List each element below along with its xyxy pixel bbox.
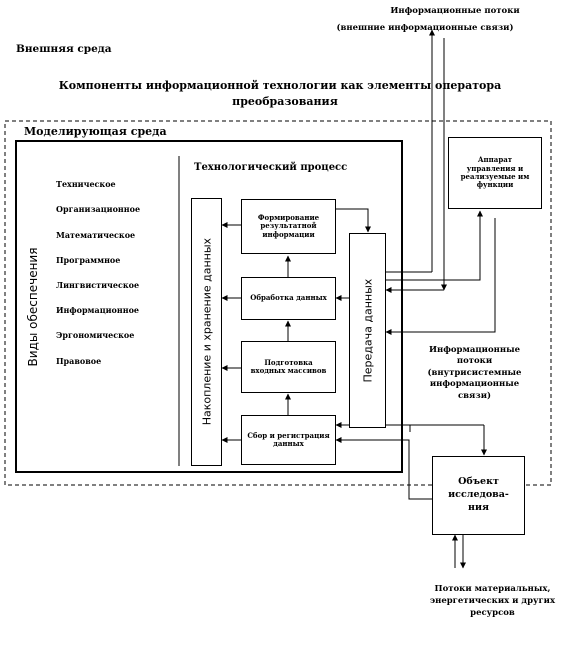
support-item: Информационное xyxy=(56,305,140,315)
resource-flows-line: ресурсов xyxy=(470,607,515,618)
page-title-line2: преобразования xyxy=(232,95,338,108)
formation-label: Формирование результатной информации xyxy=(257,212,320,239)
support-item: Программное xyxy=(56,255,121,265)
control-apparatus-box: Аппарат управления и реализуемые им функ… xyxy=(448,137,542,209)
internal-flows-label: Информационные потоки (внутрисистемные и… xyxy=(407,345,542,402)
outer-env-label: Внешняя среда xyxy=(16,43,112,55)
transfer-box: Передача данных xyxy=(349,233,386,428)
internal-flows-line: связи) xyxy=(457,390,492,401)
info-flows-top-line2: (внешние информационные связи) xyxy=(336,23,514,33)
preparation-box: Подготовка входных массивов xyxy=(241,341,336,393)
info-flows-top-line1: Информационные потоки xyxy=(390,6,520,16)
resource-flows-line: Потоки материальных, xyxy=(434,584,551,594)
formation-to-transfer-arrow xyxy=(335,208,371,233)
internal-flows-line: потоки xyxy=(456,356,493,367)
collection-label: Сбор и регистрация данных xyxy=(247,430,330,448)
page-title-line1: Компоненты информационной технологии как… xyxy=(58,79,502,92)
storage-label: Накопление и хранение данных xyxy=(199,238,213,426)
storage-box: Накопление и хранение данных xyxy=(191,198,222,466)
modeling-env-label: Моделирующая среда xyxy=(24,125,167,138)
support-item: Эргономическое xyxy=(56,330,135,340)
research-object-box: Объект исследова- ния xyxy=(432,456,525,535)
processing-label: Обработка данных xyxy=(250,293,327,303)
research-object-line: ния xyxy=(467,501,490,513)
control-apparatus-label: Аппарат управления и реализуемые им функ… xyxy=(460,155,530,190)
transfer-to-control-arrow xyxy=(386,210,483,281)
internal-flows-line: информационные xyxy=(429,379,520,390)
internal-flows-line: (внутрисистемные xyxy=(427,367,522,378)
formation-box: Формирование результатной информации xyxy=(241,199,336,254)
main-frame xyxy=(15,140,403,473)
research-object-line: Объект xyxy=(458,476,499,488)
support-item: Математическое xyxy=(56,230,136,240)
support-types-label: Виды обеспечения xyxy=(26,247,40,367)
process-label: Технологический процесс xyxy=(194,162,348,173)
control-to-transfer-arrow xyxy=(385,218,496,335)
support-item: Организационное xyxy=(56,204,141,214)
resource-flows-label: Потоки материальных, энергетических и др… xyxy=(410,584,575,620)
modeling-env-frame xyxy=(4,120,552,486)
support-item: Техническое xyxy=(56,179,116,189)
research-object-line: исследова- xyxy=(448,489,509,501)
resource-flows-line: энергетических и других xyxy=(429,595,556,606)
support-item: Лингвистическое xyxy=(56,280,140,290)
internal-flows-line: Информационные xyxy=(428,345,521,355)
support-item: Правовое xyxy=(56,356,102,366)
transfer-label: Передача данных xyxy=(360,278,374,383)
object-to-collection-arrow xyxy=(335,437,432,500)
collection-box: Сбор и регистрация данных xyxy=(241,415,336,465)
preparation-label: Подготовка входных массивов xyxy=(250,357,327,375)
processing-box: Обработка данных xyxy=(241,277,336,320)
